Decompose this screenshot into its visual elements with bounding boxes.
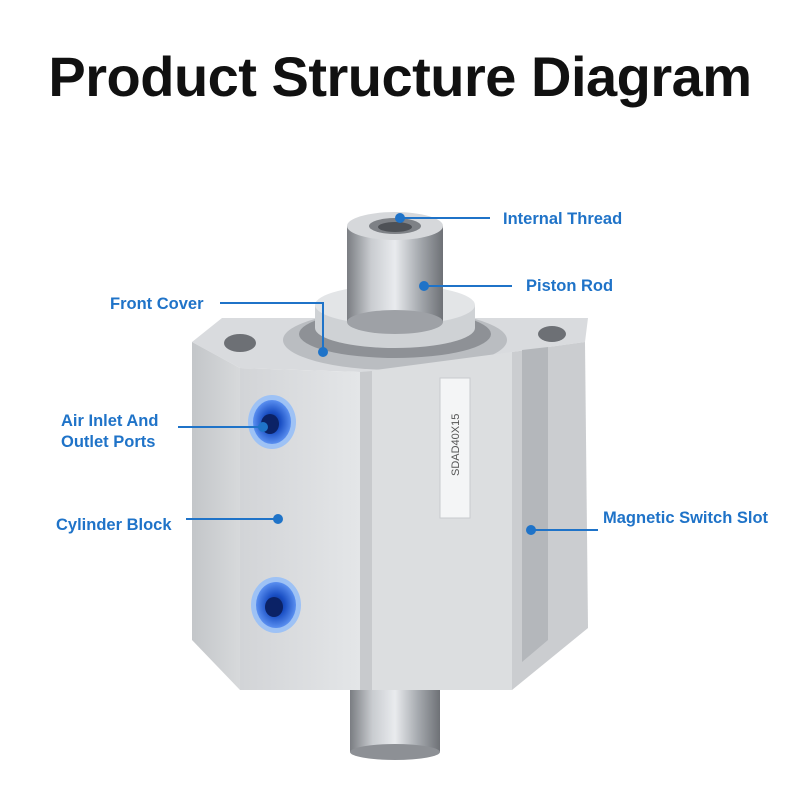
callout-piston-rod: Piston Rod <box>526 277 614 295</box>
block-center-panel <box>360 352 512 690</box>
block-left-face <box>192 342 240 690</box>
callout-dots <box>258 213 536 535</box>
piston-rod <box>347 212 443 334</box>
callout-lines <box>178 217 598 531</box>
callout-front-cover: Front Cover <box>110 295 204 313</box>
air-port-lower <box>251 577 301 633</box>
magnetic-switch-slot <box>522 347 548 662</box>
callout-air-ports-line2: Outlet Ports <box>61 433 156 451</box>
callout-internal-thread: Internal Thread <box>503 210 623 228</box>
air-port-upper <box>248 395 296 449</box>
callout-air-ports-line1: Air Inlet And <box>61 412 159 430</box>
callout-cylinder-block: Cylinder Block <box>56 516 172 534</box>
callout-magnetic-switch-slot: Magnetic Switch Slot <box>603 509 769 527</box>
product-sticker: SDAD40X15 <box>439 377 471 519</box>
product-label: SDAD40X15 <box>450 414 462 476</box>
page-title: Product Structure Diagram <box>48 45 752 108</box>
